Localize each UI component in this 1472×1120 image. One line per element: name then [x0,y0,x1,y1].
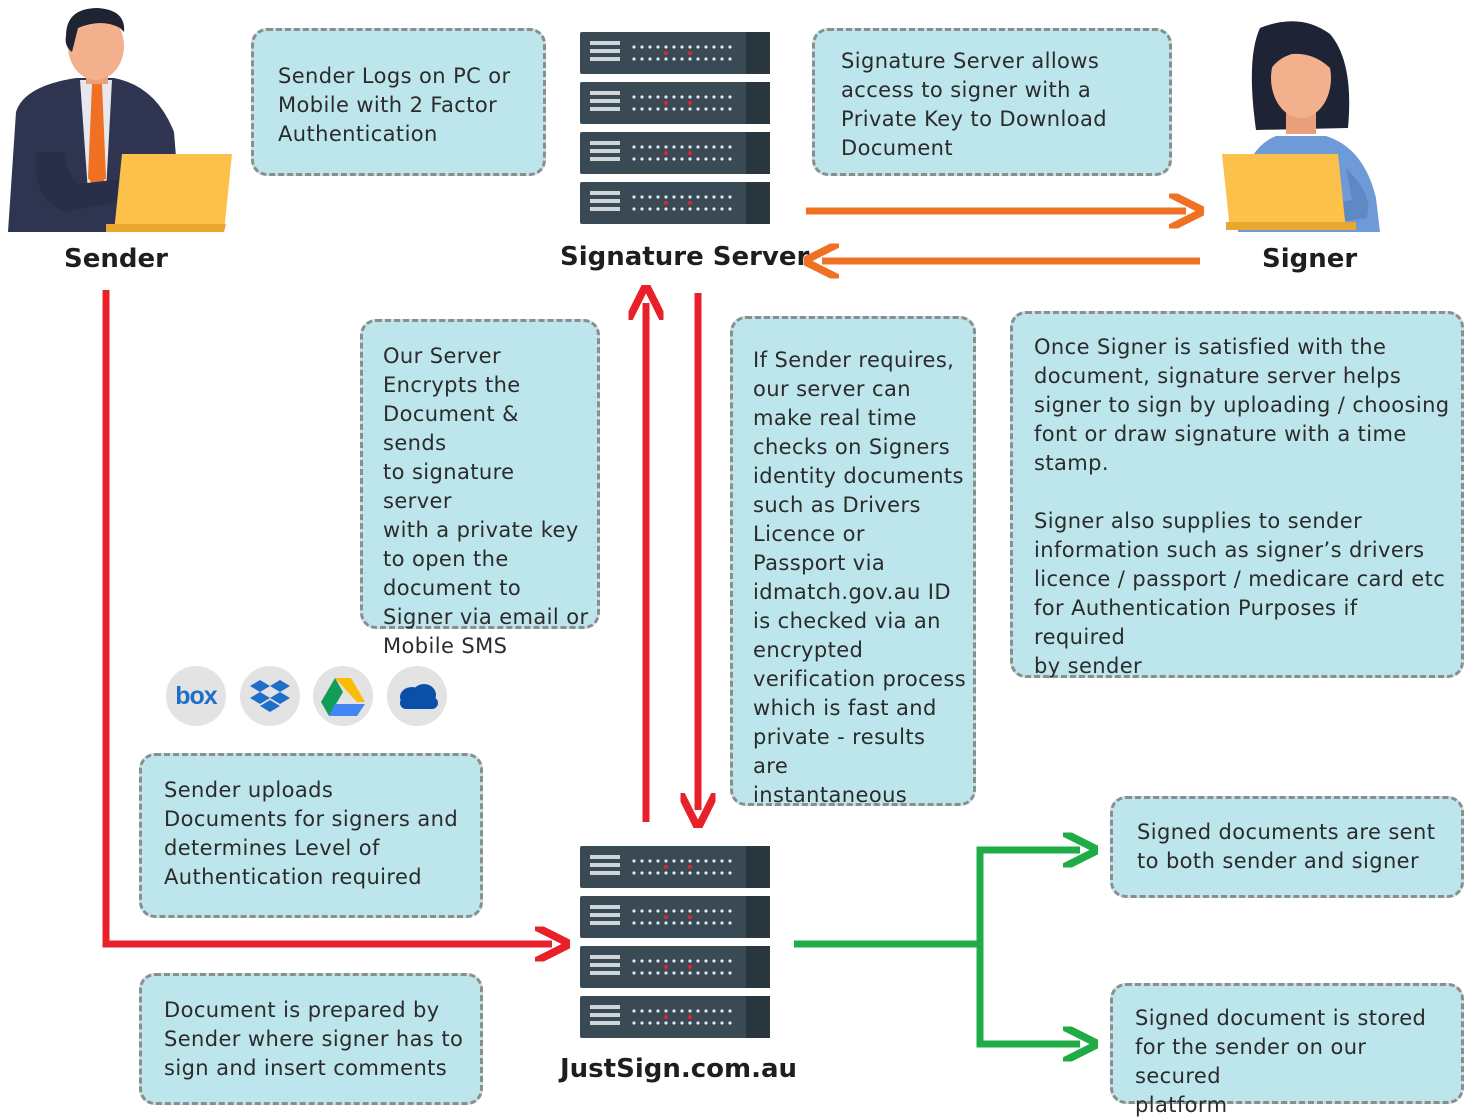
identity-checks-note: If Sender requires, our server can make … [730,316,976,807]
sender-label: Sender [64,244,168,274]
signature-server-icon [580,32,770,224]
sent-both-note: Signed documents are sent to both sender… [1110,796,1464,898]
encrypt-note: Our Server Encrypts the Document & sends… [360,319,600,658]
server-access-note: Signature Server allows access to signer… [812,28,1172,176]
signer-label: Signer [1262,244,1358,274]
arrow-to-sent-both [976,850,1080,944]
uploads-note: Sender uploads Documents for signers and… [139,753,483,918]
signature-server-label: Signature Server [560,242,810,272]
justsign-label: JustSign.com.au [560,1054,798,1084]
signer-person-icon [1222,21,1380,232]
box-icon-text: box [175,681,217,710]
arrow-to-stored [976,940,1080,1044]
dropbox-icon [240,666,300,726]
box-icon: box [166,666,226,726]
onedrive-icon [387,666,447,726]
prepared-note: Document is prepared by Sender where sig… [139,973,483,1105]
sender-person-icon [8,8,232,232]
arrow-sender-to-justsign [102,290,552,944]
stored-note: Signed document is stored for the sender… [1110,983,1464,1117]
sender-login-note: Sender Logs on PC or Mobile with 2 Facto… [251,28,546,176]
google-drive-icon [313,666,373,726]
signer-satisfied-note: Once Signer is satisfied with the docume… [1010,311,1464,678]
justsign-server-icon [580,846,770,1038]
